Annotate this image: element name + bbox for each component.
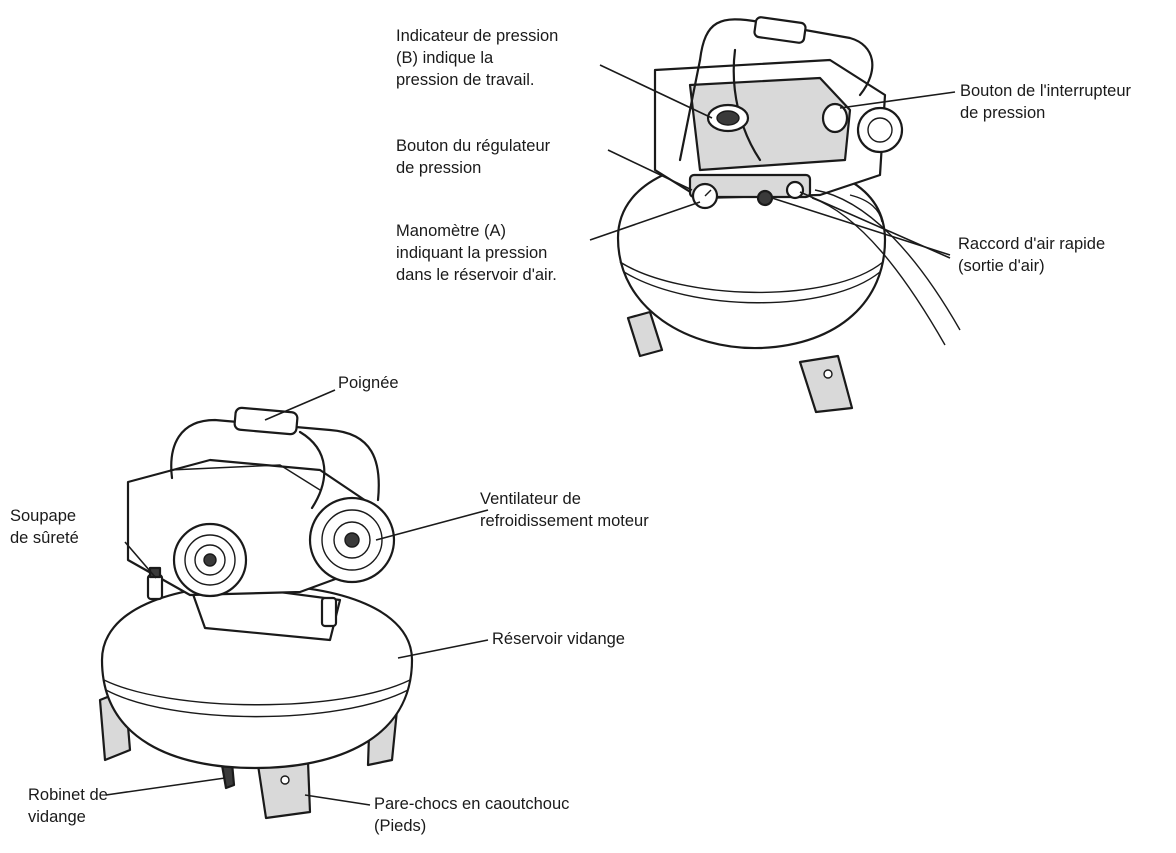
label-quick-coupler: Raccord d'air rapide (sortie d'air): [958, 235, 1106, 275]
callout-lines: [105, 64, 956, 806]
label-drain-valve: Robinet de vidange: [28, 786, 108, 826]
label-rubber-feet: Pare-chocs en caoutchouc (Pieds): [374, 795, 570, 835]
label-cooling-fan: Ventilateur de refroidissement moteur: [480, 490, 649, 530]
compressor-top-view: [616, 16, 961, 414]
label-tank: Réservoir vidange: [492, 630, 625, 648]
label-regulator-knob: Bouton du régulateur de pression: [396, 137, 551, 177]
compressor-main-view: [98, 406, 414, 820]
label-tank-gauge-a: Manomètre (A) indiquant la pression dans…: [396, 222, 557, 284]
label-safety-valve: Soupape de sûreté: [10, 507, 79, 547]
label-pressure-gauge-b: Indicateur de pression (B) indique la pr…: [396, 27, 559, 89]
label-pressure-switch: Bouton de l'interrupteur de pression: [960, 82, 1132, 122]
label-handle: Poignée: [338, 374, 399, 392]
